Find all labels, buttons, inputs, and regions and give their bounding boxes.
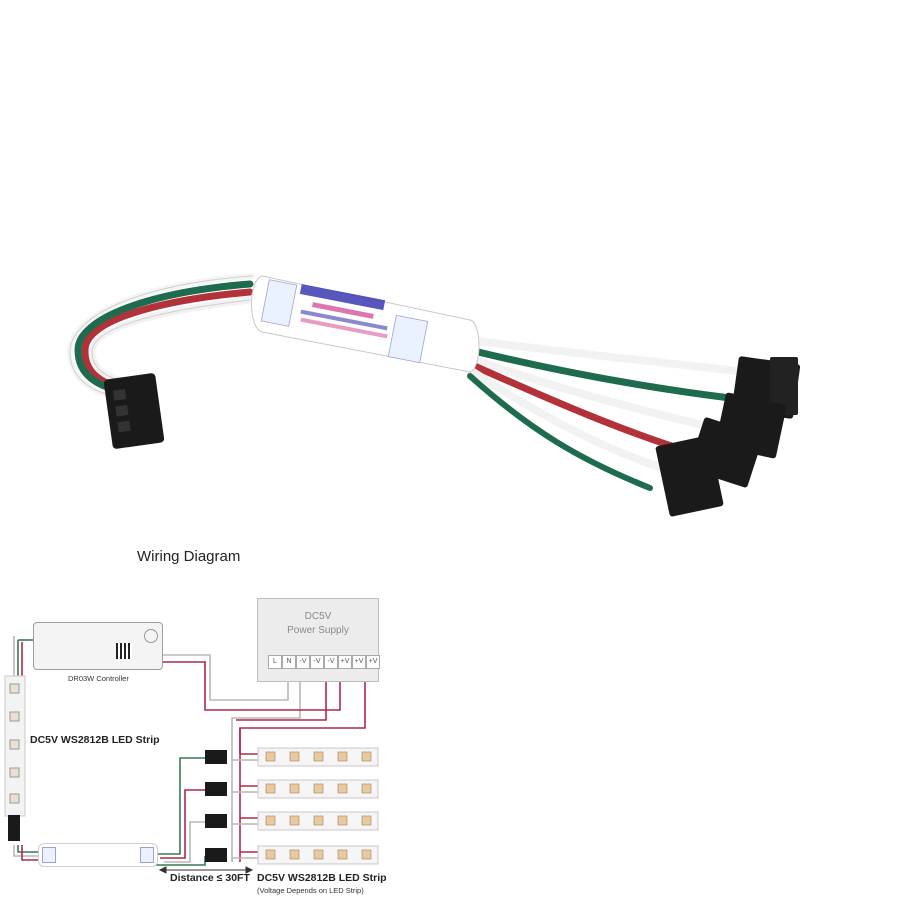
power-supply-title-line1: DC5V xyxy=(304,611,332,622)
terminal-pos-2: +V xyxy=(352,655,366,669)
qr-code-icon xyxy=(116,643,132,659)
terminal-neg-3: -V xyxy=(324,655,338,669)
amplifier-module xyxy=(251,275,480,373)
amp-right-panel xyxy=(140,847,154,863)
output-cables xyxy=(466,336,749,491)
amplifier-mini xyxy=(38,843,158,867)
horizontal-led-strips xyxy=(257,747,379,865)
distance-label: Distance ≤ 30FT xyxy=(170,872,250,884)
output-strip-note: (Voltage Depends on LED Strip) xyxy=(257,886,364,895)
output-connector-icons xyxy=(205,750,227,862)
output-connectors xyxy=(655,356,801,517)
terminal-n: N xyxy=(282,655,296,669)
input-connector xyxy=(103,373,165,449)
controller-label: DR03W Controller xyxy=(68,674,129,683)
terminal-pos-1: +V xyxy=(338,655,352,669)
power-supply-terminals: L N -V -V -V +V +V +V xyxy=(268,655,380,669)
wiring-lines xyxy=(4,636,379,874)
inline-connector xyxy=(8,815,20,841)
terminal-neg-1: -V xyxy=(296,655,310,669)
input-cable xyxy=(66,273,255,399)
amp-left-panel xyxy=(42,847,56,863)
power-supply-title-line2: Power Supply xyxy=(287,625,349,636)
output-strip-label: DC5V WS2812B LED Strip xyxy=(257,872,387,884)
antenna-icon xyxy=(144,629,158,643)
terminal-l: L xyxy=(268,655,282,669)
diagram-title: Wiring Diagram xyxy=(137,548,241,565)
wiring-diagram-panel xyxy=(0,530,385,900)
product-photo xyxy=(66,273,801,517)
power-supply-box: DC5V Power Supply L N -V -V -V +V +V +V xyxy=(257,598,380,682)
terminal-pos-3: +V xyxy=(366,655,380,669)
vertical-led-strip xyxy=(4,675,26,817)
terminal-neg-2: -V xyxy=(310,655,324,669)
strip-label: DC5V WS2812B LED Strip xyxy=(30,734,160,746)
controller-device xyxy=(33,622,163,670)
